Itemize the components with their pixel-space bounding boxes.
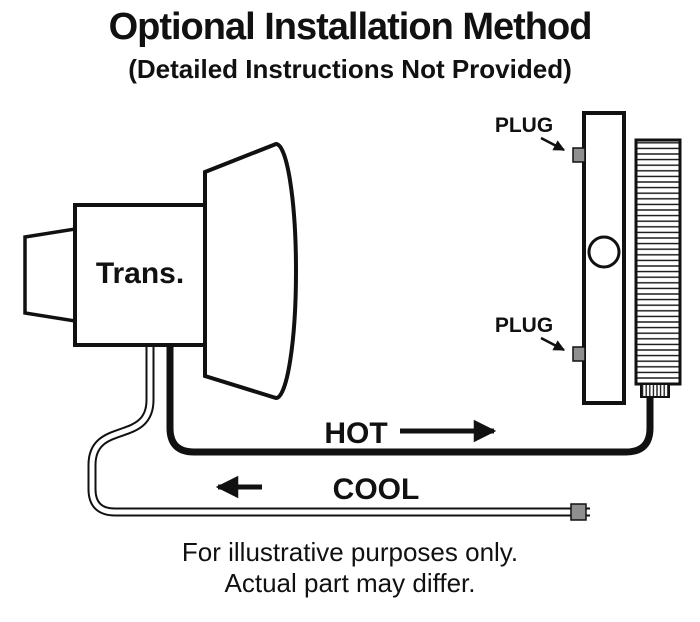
plug-arrow-bottom [540,336,565,352]
transmission-tailshaft [23,226,77,324]
cooler-bottom-fitting [640,383,670,398]
cooler-core [634,138,682,386]
page-subtitle: (Detailed Instructions Not Provided) [128,54,572,84]
cool-line [87,346,590,517]
plug-fitting-bottom [572,346,586,362]
plug-arrow-top [540,136,565,152]
tank-port-circle [587,235,621,269]
plug-fitting-top [572,147,586,163]
plug-label-top: PLUG [495,114,553,137]
transmission-body [73,203,207,347]
disclaimer-line1: For illustrative purposes only. [181,537,519,567]
page-title: Optional Installation Method [108,6,593,48]
hot-line [166,346,654,456]
cool-label: COOL [333,473,420,506]
cool-line-fitting [570,503,587,521]
plug-label-bottom: PLUG [495,314,553,337]
transmission-label: Trans. [96,257,184,290]
disclaimer: For illustrative purposes only. Actual p… [0,537,700,599]
disclaimer-line2: Actual part may differ. [224,568,476,598]
transmission-bellhousing [203,141,298,401]
hot-label: HOT [324,417,387,450]
